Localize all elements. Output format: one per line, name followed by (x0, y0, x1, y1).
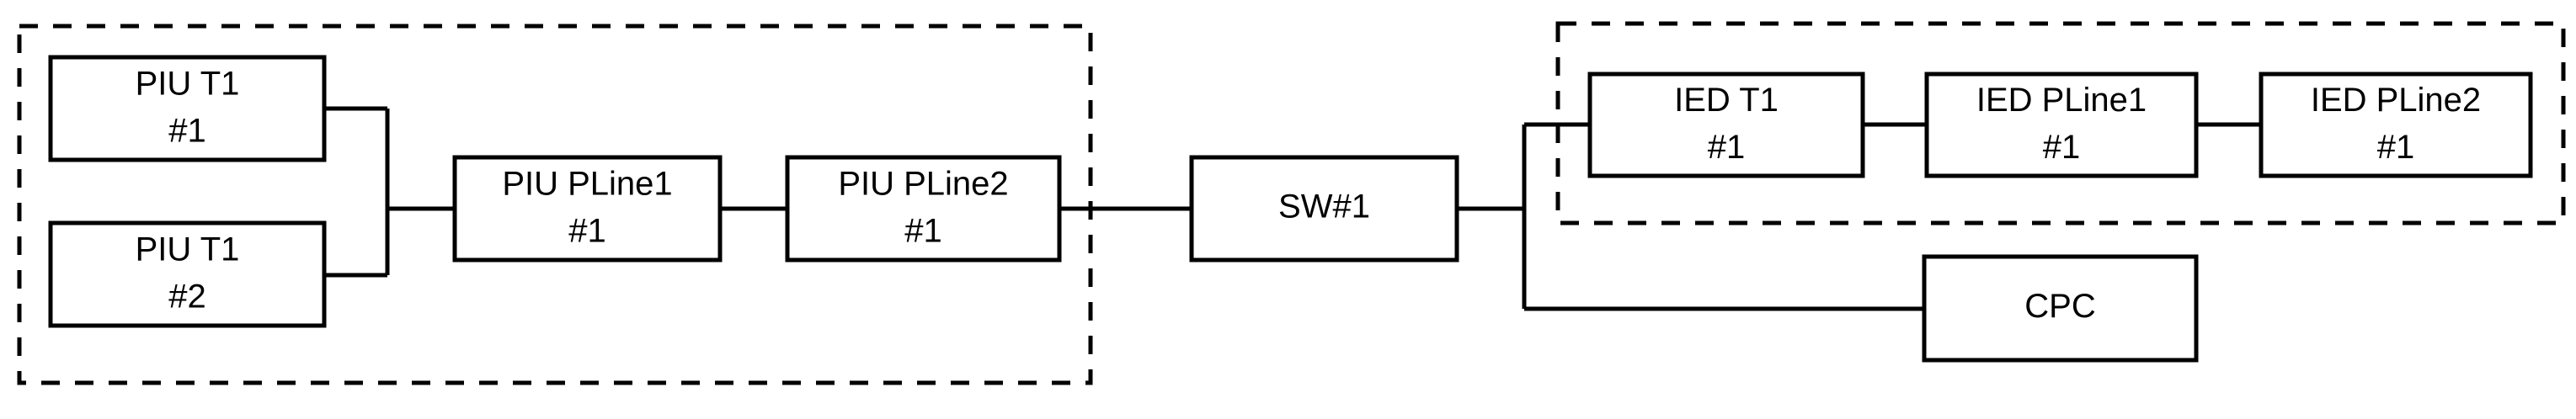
node-sw-1[interactable]: SW#1 (1189, 155, 1459, 263)
node-cpc[interactable]: CPC (1922, 254, 2199, 363)
node-label-cpc-line1: CPC (2024, 288, 2095, 325)
node-piu-pline1-1[interactable]: PIU PLine1 #1 (452, 155, 723, 263)
node-box-piu-t1-1[interactable] (48, 55, 327, 162)
node-label-sw-1-line1: SW#1 (1278, 188, 1370, 225)
node-label-piu-t1-1-line1: PIU T1 (136, 66, 240, 103)
node-box-cpc[interactable] (1922, 254, 2199, 363)
group-boundary-piu-group (17, 24, 1093, 385)
node-label-ied-pline2-1-line1: IED PLine2 (2311, 82, 2481, 119)
node-box-ied-pline2-1[interactable] (2259, 72, 2533, 178)
node-ied-pline1-1[interactable]: IED PLine1 #1 (1924, 72, 2199, 178)
node-label-piu-t1-1-line2: #1 (168, 113, 206, 150)
node-ied-t1-1[interactable]: IED T1 #1 (1587, 72, 1865, 178)
node-piu-pline2-1[interactable]: PIU PLine2 #1 (785, 155, 1062, 263)
node-label-piu-pline2-1-line2: #1 (904, 213, 942, 250)
node-label-piu-t1-2-line2: #2 (168, 278, 206, 316)
node-label-ied-pline1-1-line2: #1 (2043, 129, 2081, 166)
node-label-piu-pline1-1-line2: #1 (568, 213, 606, 250)
node-ied-pline2-1[interactable]: IED PLine2 #1 (2259, 72, 2533, 178)
node-label-ied-pline1-1-line1: IED PLine1 (1976, 82, 2147, 119)
node-label-ied-t1-1-line2: #1 (1708, 129, 1746, 166)
node-box-piu-t1-2[interactable] (48, 220, 327, 328)
node-label-piu-t1-2-line1: PIU T1 (136, 231, 240, 268)
node-label-piu-pline2-1-line1: PIU PLine2 (838, 166, 1008, 203)
node-label-ied-t1-1-line1: IED T1 (1674, 82, 1779, 119)
node-label-ied-pline2-1-line2: #1 (2377, 129, 2415, 166)
node-piu-t1-1[interactable]: PIU T1 #1 (48, 55, 327, 162)
connection-links-layer (324, 106, 2261, 311)
node-box-sw-1[interactable] (1189, 155, 1459, 263)
group-boundaries-layer (17, 21, 2566, 385)
node-label-piu-pline1-1-line1: PIU PLine1 (502, 166, 672, 203)
node-box-piu-pline2-1[interactable] (785, 155, 1062, 263)
node-piu-t1-2[interactable]: PIU T1 #2 (48, 220, 327, 328)
node-box-piu-pline1-1[interactable] (452, 155, 723, 263)
node-box-ied-pline1-1[interactable] (1924, 72, 2199, 178)
node-box-ied-t1-1[interactable] (1587, 72, 1865, 178)
